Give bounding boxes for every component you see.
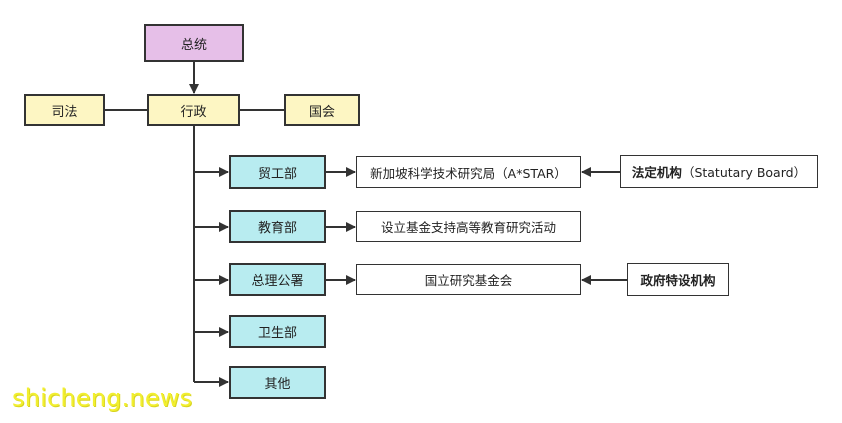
node-president-label: 总统 (180, 37, 207, 53)
node-moe: 教育部 (229, 210, 326, 243)
node-president: 总统 (144, 24, 244, 62)
node-parliament: 国会 (284, 94, 360, 126)
node-others-label: 其他 (264, 377, 291, 392)
node-moh-label: 卫生部 (257, 326, 297, 341)
node-gov-agency: 政府特设机构 (627, 263, 729, 296)
node-pmo: 总理公署 (229, 263, 326, 296)
watermark-text: shicheng.news (12, 384, 193, 412)
node-moe-label: 教育部 (257, 221, 297, 236)
node-mti: 贸工部 (229, 155, 326, 189)
node-astar: 新加坡科学技术研究局（A*STAR） (356, 156, 581, 188)
node-judiciary-label: 司法 (51, 104, 78, 120)
node-pmo-label: 总理公署 (251, 274, 304, 289)
node-others: 其他 (229, 366, 326, 399)
node-statutory-board-rest: （Statutary Board） (681, 165, 807, 180)
node-nrf: 国立研究基金会 (356, 264, 581, 295)
node-statutory-board-strong: 法定机构 (631, 165, 682, 180)
node-executive-label: 行政 (180, 104, 207, 120)
node-mti-label: 贸工部 (257, 166, 297, 182)
node-statutory-board: 法定机构（Statutary Board） (620, 155, 818, 188)
node-executive: 行政 (147, 94, 240, 126)
node-judiciary: 司法 (24, 94, 105, 126)
node-gov-agency-label: 政府特设机构 (640, 273, 716, 288)
node-fund-label: 设立基金支持高等教育研究活动 (380, 220, 556, 235)
node-parliament-label: 国会 (308, 104, 335, 120)
node-fund: 设立基金支持高等教育研究活动 (356, 211, 581, 242)
node-moh: 卫生部 (229, 315, 326, 348)
node-nrf-label: 国立研究基金会 (424, 273, 513, 288)
node-astar-label: 新加坡科学技术研究局（A*STAR） (370, 165, 567, 181)
